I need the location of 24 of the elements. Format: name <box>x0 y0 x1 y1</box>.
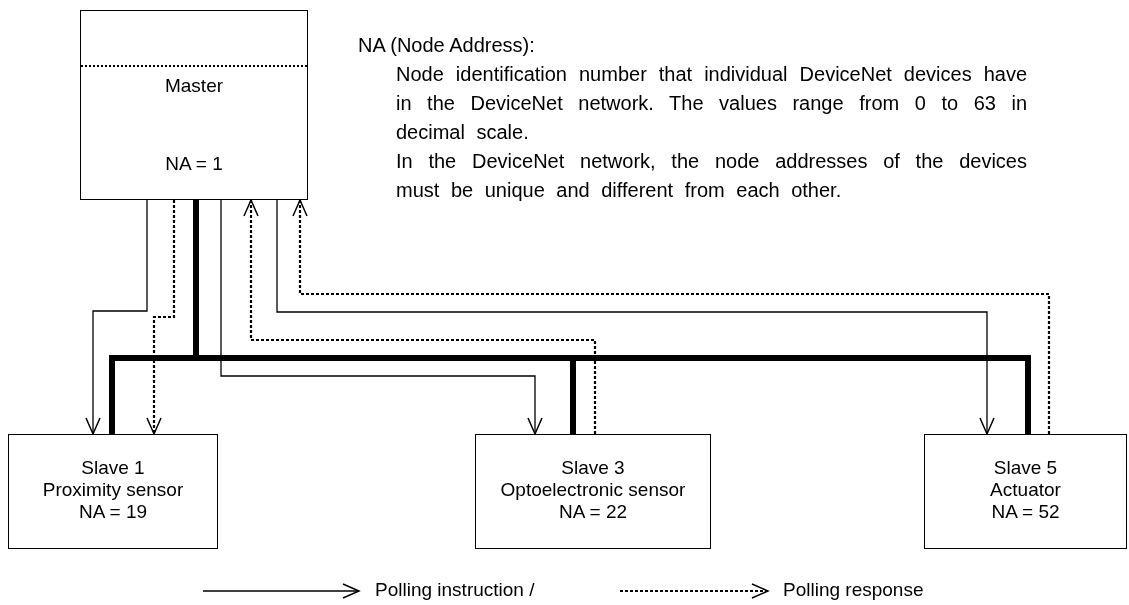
node-title: Slave 5 <box>993 457 1058 479</box>
node-text: NA = 19 <box>78 501 148 523</box>
node-text: Proximity sensor <box>42 479 184 501</box>
node-text: NA = 22 <box>558 501 628 523</box>
node-title: Slave 3 <box>561 457 625 479</box>
node-role: Master <box>163 75 225 97</box>
node-address: NA = 1 <box>164 153 224 175</box>
description-text: Node identification number that individual DeviceNet devices have in the DeviceNet network. The values range from 0 to 63 in decimal scale. <box>396 62 1027 145</box>
slave-box <box>8 434 218 549</box>
description-text: In the DeviceNet network, the node addresses of the devices must be unique and different from each other. <box>396 149 1027 203</box>
node-text: Actuator <box>990 479 1061 501</box>
arrow <box>220 199 543 435</box>
arrow <box>243 199 597 434</box>
arrow <box>146 200 176 435</box>
node-text: Optoelectronic sensor <box>500 479 686 501</box>
slave-box <box>924 434 1127 549</box>
slave-box <box>475 434 711 549</box>
heading-text: NA (Node Address): <box>358 33 535 58</box>
node-text: NA = 52 <box>991 501 1060 523</box>
legend-text: Polling response <box>783 579 924 601</box>
node-title: Slave 1 <box>81 457 145 479</box>
arrow <box>85 199 148 435</box>
legend-text: Polling instruction / <box>375 579 535 601</box>
master-box <box>80 10 308 200</box>
